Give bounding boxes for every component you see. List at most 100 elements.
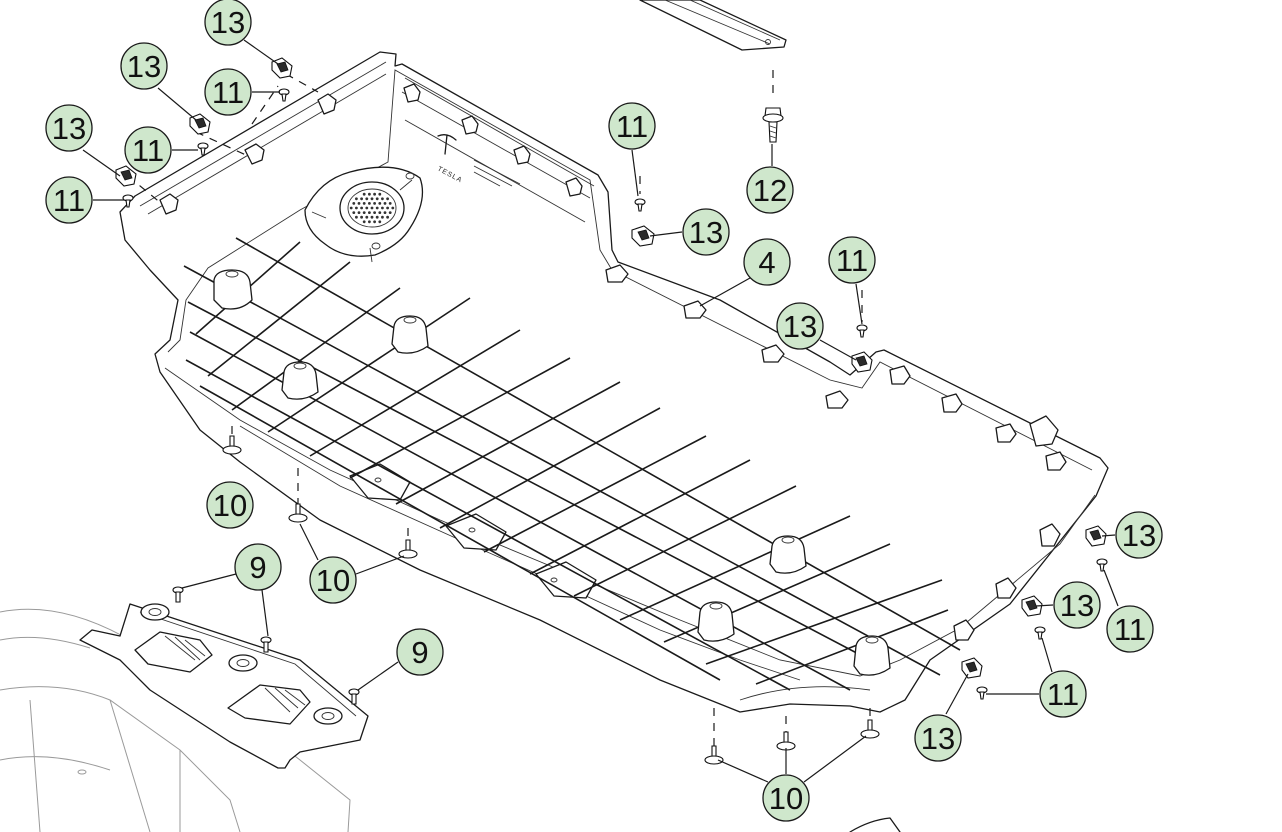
grille-hole	[373, 202, 376, 205]
callout-c11b: 11	[124, 126, 172, 174]
grille-hole	[370, 215, 374, 219]
callout-circle	[762, 774, 810, 822]
grille-hole	[370, 206, 374, 210]
callout-circle	[1053, 581, 1101, 629]
callout-c11f: 11	[1106, 605, 1154, 653]
callout-c4: 4	[743, 238, 791, 286]
bolt	[762, 107, 784, 143]
callout-circle	[120, 42, 168, 90]
callout-c11d: 11	[608, 102, 656, 150]
grille-hole	[378, 211, 382, 215]
grille-hole	[378, 220, 382, 224]
callout-circle	[124, 126, 172, 174]
grille-hole	[373, 192, 376, 196]
callout-circle	[204, 68, 252, 116]
callout-number: 9	[249, 550, 266, 585]
grille-hole	[383, 202, 387, 205]
grille-hole	[352, 211, 356, 215]
callout-circle	[914, 714, 962, 762]
screws	[122, 88, 1108, 700]
studs	[172, 586, 360, 705]
callout-c11g: 11	[1039, 670, 1087, 718]
grille-hole	[355, 206, 358, 210]
grille-hole	[375, 215, 379, 219]
callout-circle	[743, 238, 791, 286]
grille-hole	[373, 220, 376, 224]
grille-hole	[373, 211, 376, 215]
grille-hole	[368, 202, 371, 205]
grille-hole	[378, 202, 382, 205]
grille-hole	[360, 197, 363, 201]
wire-cargo-net	[183, 237, 961, 691]
callout-number: 13	[921, 721, 955, 756]
grille-hole	[368, 220, 371, 224]
grille-hole	[378, 192, 382, 196]
callout-number: 13	[1060, 588, 1094, 623]
callout-c13e: 13	[776, 302, 824, 350]
grille-hole	[388, 202, 392, 205]
grille-hole	[362, 211, 366, 215]
callout-number: 11	[132, 133, 164, 168]
callout-circle	[1106, 605, 1154, 653]
grille-hole	[388, 211, 392, 215]
grille-hole	[381, 206, 384, 210]
grille-hole	[355, 197, 358, 201]
callout-c13b: 13	[120, 42, 168, 90]
callout-circle	[396, 628, 444, 676]
callout-circle	[746, 166, 794, 214]
callout-circle	[45, 104, 93, 152]
callout-number: 11	[53, 183, 85, 218]
grille-hole	[360, 206, 363, 210]
grille-hole	[365, 215, 369, 219]
grille-hole	[368, 192, 371, 196]
grille-hole	[383, 211, 387, 215]
callout-number: 10	[316, 563, 350, 598]
install-lines	[127, 70, 871, 748]
callout-circle	[1039, 670, 1087, 718]
callout-c12: 12	[746, 166, 794, 214]
callout-c10b: 10	[309, 556, 357, 604]
callout-circle	[309, 556, 357, 604]
callout-circle	[608, 102, 656, 150]
clip-nuts	[115, 57, 1107, 679]
grille-hole	[362, 192, 366, 196]
callout-c13g: 13	[1053, 581, 1101, 629]
callout-circle	[776, 302, 824, 350]
grille-hole	[362, 220, 366, 224]
grille-hole	[365, 206, 369, 210]
callout-circle	[206, 481, 254, 529]
callout-number: 13	[783, 309, 817, 344]
grille-hole	[386, 197, 389, 201]
callout-number: 11	[1047, 677, 1079, 712]
callout-circle	[45, 176, 93, 224]
grille-hole	[357, 202, 361, 205]
callout-c13f: 13	[1115, 511, 1163, 559]
callout-number: 12	[753, 173, 787, 208]
grille-hole	[391, 206, 395, 210]
callout-number: 4	[758, 245, 775, 280]
lower-right-fragment	[849, 817, 901, 832]
callout-number: 9	[411, 635, 428, 670]
callout-number: 11	[836, 243, 868, 278]
callout-circle	[234, 543, 282, 591]
front-bracket	[79, 603, 369, 769]
grille-hole	[370, 197, 374, 201]
callout-number: 11	[1114, 612, 1146, 647]
callout-number: 13	[211, 5, 245, 40]
callout-c11c: 11	[45, 176, 93, 224]
grille-hole	[368, 211, 371, 215]
callout-number: 13	[689, 215, 723, 250]
callout-circle	[828, 236, 876, 284]
callout-number: 13	[127, 49, 161, 84]
grille-hole	[357, 211, 361, 215]
callout-circle	[682, 208, 730, 256]
grille-hole	[375, 206, 379, 210]
grille-hole	[381, 215, 384, 219]
grille-hole	[352, 202, 356, 205]
callout-number: 13	[1122, 518, 1156, 553]
grille-hole	[362, 202, 366, 205]
grille-hole	[375, 197, 379, 201]
grille-hole	[381, 197, 384, 201]
